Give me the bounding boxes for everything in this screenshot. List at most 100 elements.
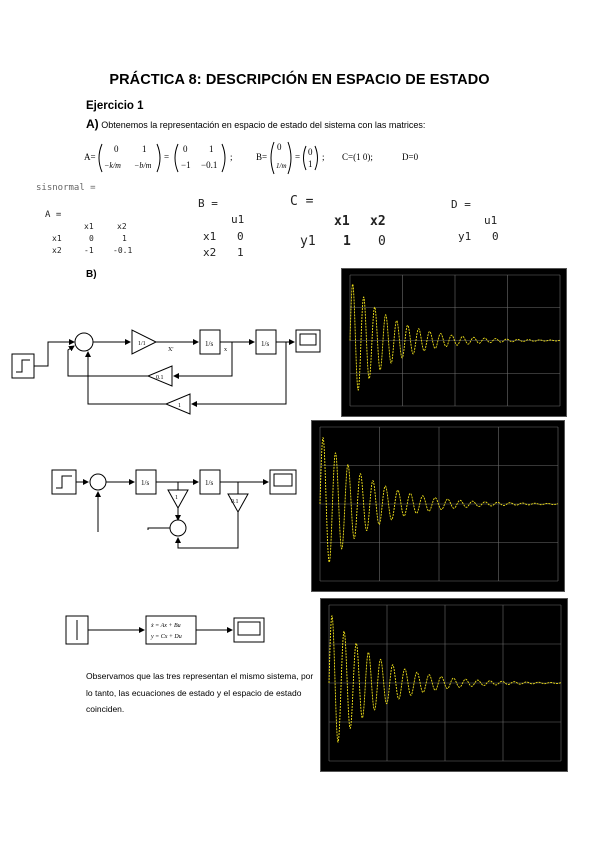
matlab-sysname: sisnormal = — [36, 183, 96, 193]
matrix-a-label: A= — [84, 152, 96, 162]
matrix-c: C=(1 0); — [342, 152, 373, 162]
matlab-b-cell: 0 — [237, 230, 244, 243]
xdot-label: X' — [168, 347, 173, 353]
bracket — [270, 141, 275, 175]
state-space-block[interactable] — [145, 615, 197, 645]
matlab-c-cell: 0 — [378, 234, 386, 249]
response-trace — [319, 437, 559, 564]
matrix-b-label: B= — [256, 152, 267, 162]
matlab-a-row-2: x2 — [52, 246, 62, 255]
bracket — [303, 145, 307, 171]
gain-block-k[interactable] — [167, 489, 189, 510]
exercise-heading: Ejercicio 1 — [86, 100, 144, 112]
part-a-label: A) — [86, 117, 99, 131]
int1-label: 1/s — [141, 479, 149, 487]
matlab-a-name: A = — [45, 210, 62, 220]
a-sep: ; — [230, 152, 233, 162]
gain-b-label: 0.1 — [156, 375, 164, 381]
a-sym-01: 1 — [142, 144, 147, 154]
matlab-a-cell: -0.1 — [113, 246, 133, 255]
ss-line-2: y = Cx + Du — [150, 634, 182, 640]
sum-block-2[interactable] — [169, 519, 187, 537]
matlab-c-row: y1 — [300, 234, 316, 249]
matlab-d-col: u1 — [484, 214, 498, 227]
matrix-d: D=0 — [402, 152, 419, 162]
gain-b-label: 0.1 — [231, 499, 239, 505]
a-num-00: 0 — [183, 144, 188, 154]
step-icon — [56, 475, 72, 489]
matlab-a-cell: 0 — [89, 234, 94, 243]
scope-plot-3 — [320, 598, 568, 772]
sum-block[interactable] — [74, 332, 94, 352]
a-eq: = — [164, 152, 169, 162]
matlab-b-cell: 1 — [237, 246, 244, 259]
matlab-c-cell: 1 — [343, 234, 351, 249]
block-diagram-3: ẋ = Ax + Bu y = Cx + Du — [65, 615, 265, 645]
b-sep: ; — [322, 152, 325, 162]
gain-k-label: 1 — [178, 403, 181, 409]
step-source-block[interactable] — [11, 353, 35, 379]
matlab-b-name: B = — [198, 197, 218, 210]
a-sym-00: 0 — [114, 144, 119, 154]
matlab-b-row-1: x1 — [203, 230, 217, 243]
matlab-d-cell: 0 — [492, 230, 499, 243]
b-num-0: 0 — [308, 147, 313, 157]
matlab-c-col-1: x1 — [334, 214, 350, 229]
matlab-d-name: D = — [451, 198, 471, 211]
matlab-b-col: u1 — [231, 213, 245, 226]
scope-plot-2 — [311, 420, 565, 592]
gain-block-b[interactable] — [146, 365, 173, 387]
matlab-a-col-1: x1 — [84, 222, 94, 231]
part-a-text: Obtenemos la representación en espacio d… — [101, 120, 426, 130]
b-sym-0: 0 — [277, 142, 282, 152]
bracket — [174, 143, 179, 173]
bracket — [156, 143, 161, 173]
bracket — [221, 143, 226, 173]
int1-label: 1/s — [205, 340, 213, 348]
a-num-11: −0.1 — [201, 160, 217, 170]
bracket — [314, 145, 318, 171]
b-num-1: 1 — [308, 159, 313, 169]
bracket — [287, 141, 292, 175]
int2-label: 1/s — [205, 479, 213, 487]
gain-block-b[interactable] — [227, 493, 249, 514]
scope-screen-icon — [237, 621, 261, 636]
matlab-a-row-1: x1 — [52, 234, 62, 243]
step-icon — [16, 359, 30, 373]
gain-block-1[interactable] — [131, 329, 158, 355]
sum-block[interactable] — [89, 473, 107, 491]
matlab-c-name: C = — [290, 194, 314, 209]
part-b-label: B) — [86, 269, 97, 280]
scope-plot-1 — [341, 268, 567, 417]
x-label: x — [224, 347, 227, 353]
matlab-d-row: y1 — [458, 230, 472, 243]
conclusion-text: Observamos que las tres representan el m… — [86, 671, 314, 714]
page-title: PRÁCTICA 8: DESCRIPCIÓN EN ESPACIO DE ES… — [109, 72, 490, 88]
gain-block-k[interactable] — [164, 393, 191, 415]
block-diagram-2: 1/s 1/s 1 0.1 — [51, 469, 297, 549]
response-trace — [328, 615, 562, 744]
b-eq: = — [295, 152, 300, 162]
scope-screen-icon — [299, 333, 317, 346]
bracket — [98, 143, 103, 173]
matlab-a-cell: -1 — [84, 246, 94, 255]
matlab-c-col-2: x2 — [370, 214, 386, 229]
int2-label: 1/s — [261, 340, 269, 348]
a-sym-10: −k/m — [104, 161, 121, 170]
gain-k-label: 1 — [175, 495, 178, 501]
a-num-01: 1 — [209, 144, 214, 154]
ss-line-1: ẋ = Ax + Bu — [150, 623, 181, 629]
block-diagram-1: 1/1 1/s 1/s X' x 0.1 1 — [11, 329, 321, 415]
a-sym-11: −b/m — [134, 161, 152, 170]
matrix-equations: A= 0 1 −k/m −b/m = 0 1 −1 −0.1 ; B= 0 1/… — [84, 141, 419, 175]
b-sym-1: 1/m — [276, 162, 287, 170]
part-a-intro: A) Obtenemos la representación en espaci… — [86, 117, 425, 131]
gain1-label: 1/1 — [138, 341, 146, 347]
step-source-block[interactable] — [51, 469, 77, 495]
scope-screen-icon — [273, 473, 293, 487]
matlab-a-cell: 1 — [122, 234, 127, 243]
matlab-b-row-2: x2 — [203, 246, 217, 259]
response-trace — [349, 283, 561, 392]
a-num-10: −1 — [181, 160, 191, 170]
matlab-a-col-2: x2 — [117, 222, 127, 231]
